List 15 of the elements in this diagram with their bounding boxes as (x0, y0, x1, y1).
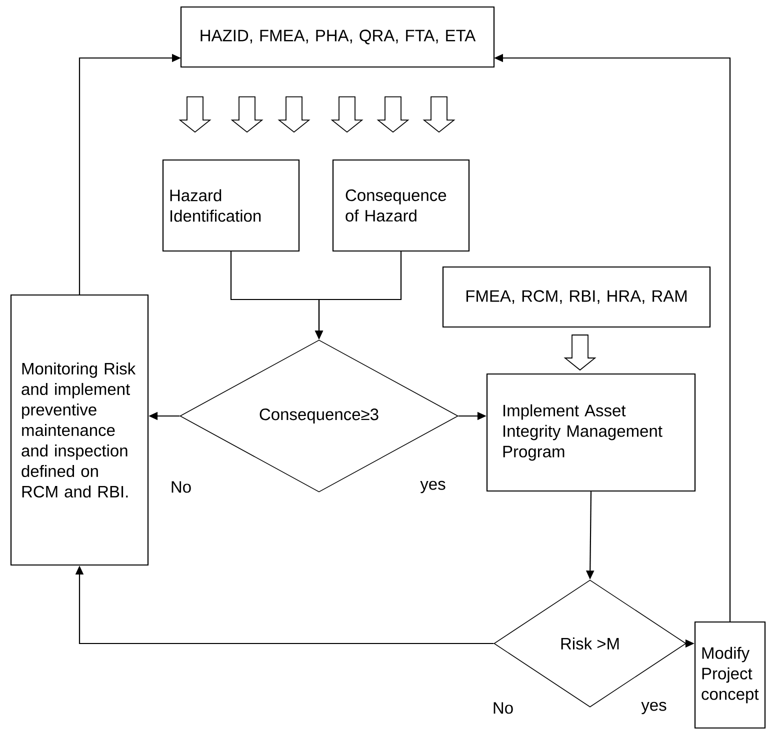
hollow-arrow (376, 96, 410, 133)
process-box: FMEA, RCM, RBI, HRA, RAM (442, 266, 711, 328)
hollow-arrow (178, 96, 212, 133)
hollow-arrow (230, 96, 264, 133)
process-box: Modify Project concept (694, 621, 766, 729)
process-box: HAZID, FMEA, PHA, QRA, FTA, ETA (180, 6, 495, 68)
hollow-arrow (278, 96, 310, 133)
edge-label: yes (419, 480, 447, 494)
process-box: Monitoring Risk and implement preventive maintenance and inspection defined on RCM and RBI. (10, 294, 149, 566)
process-box: Hazard Identification (162, 159, 300, 252)
process-box: Implement Asset Integrity Management Program (486, 373, 696, 492)
hollow-arrow (330, 96, 364, 133)
hollow-arrow (422, 96, 456, 133)
process-box: Consequence of Hazard (332, 159, 470, 252)
hollow-arrow (564, 334, 596, 371)
